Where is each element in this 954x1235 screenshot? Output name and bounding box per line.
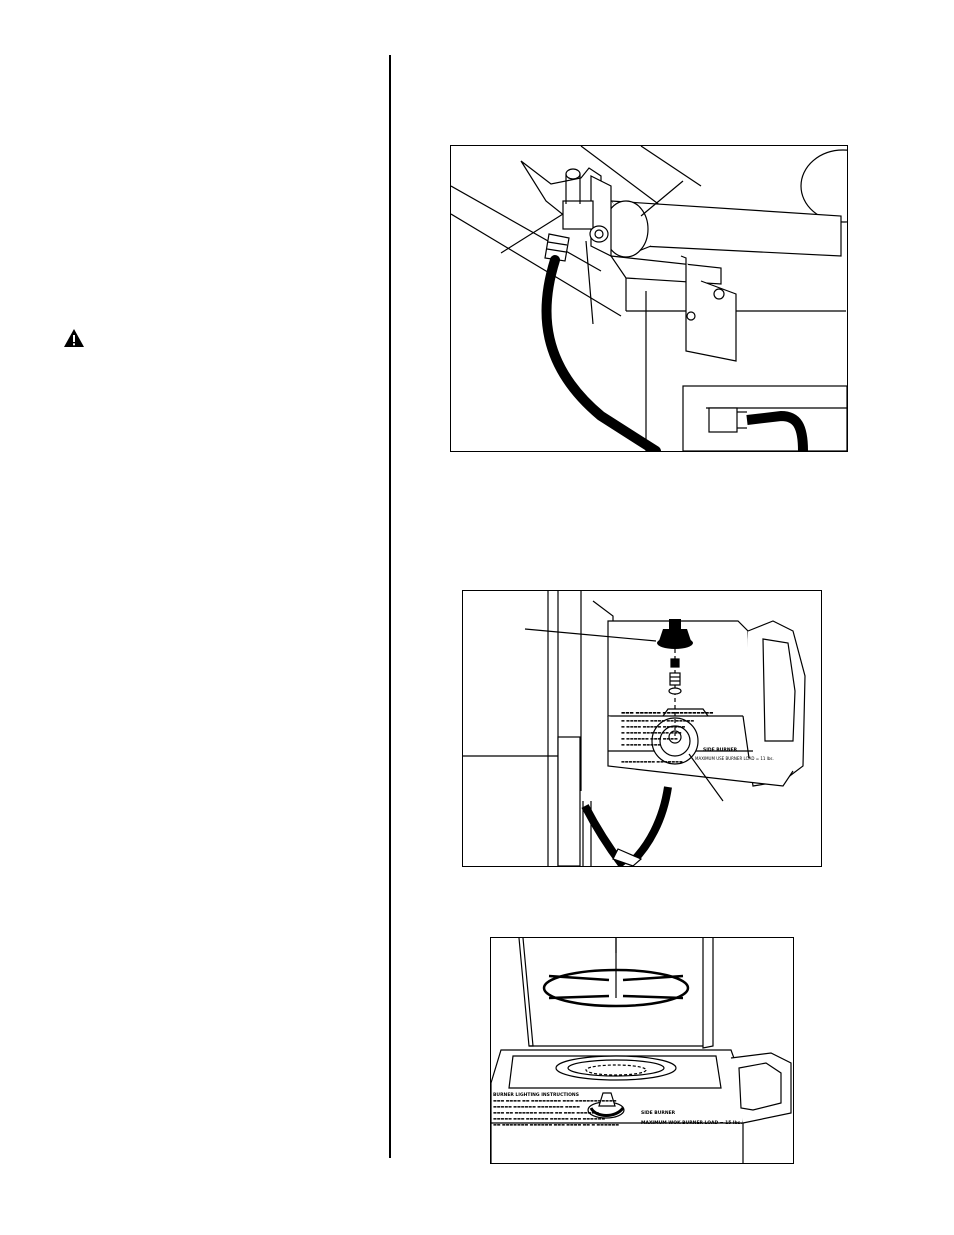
knob-installation-illustration: ▬▬▬ ▬▬▬▬▬▬ ▬▬▬▬▬▬▬▬▬▬▬▬ ▬ ▬▬▬▬▬▬ ▬▬▬▬ ▬▬… bbox=[463, 591, 806, 866]
svg-text:▬▬ ▬▬▬▬▬▬▬ ▬▬▬▬▬▬ ▬▬▬ ▬▬▬▬ ▬▬: ▬▬ ▬▬▬▬▬▬▬ ▬▬▬▬▬▬ ▬▬▬ ▬▬▬▬ ▬▬ ▬ ▬▬▬▬▬▬ bbox=[493, 1122, 619, 1127]
figure-burner-grate: BURNER LIGHTING INSTRUCTIONS ▬▬▬ ▬▬▬▬ ▬▬… bbox=[490, 937, 794, 1164]
svg-text:▬▬▬▬▬▬▬▬▬ ▬▬▬▬▬▬▬: ▬▬▬▬▬▬▬▬▬ ▬▬▬▬▬▬▬ bbox=[621, 759, 683, 764]
svg-text:▬ ▬▬▬▬▬▬ ▬▬▬ ▬▬▬▬: ▬ ▬▬▬▬▬▬ ▬▬▬ ▬▬▬▬ bbox=[621, 736, 678, 741]
panel-max-load-label: MAXIMUM USE BURNER LOAD = 11 lbs. bbox=[695, 756, 774, 761]
svg-text:▬ ▬▬▬▬ ▬▬▬▬▬: ▬ ▬▬▬▬ ▬▬▬▬▬ bbox=[621, 742, 662, 747]
panel-instructions-heading: ▬▬▬ ▬▬▬▬▬▬ ▬▬▬▬▬▬▬▬▬▬▬▬ bbox=[621, 711, 713, 716]
panel-side-burner-label: SIDE BURNER bbox=[703, 747, 738, 753]
svg-text:▬ ▬▬▬▬▬▬ ▬▬▬▬ ▬▬ ▬▬▬▬▬: ▬ ▬▬▬▬▬▬ ▬▬▬▬ ▬▬ ▬▬▬▬▬ bbox=[621, 718, 694, 723]
hose-connection-illustration bbox=[451, 146, 847, 451]
svg-text:▬▬▬ ▬▬ ▬▬▬▬▬▬ ▬▬▬▬ ▬▬ ▬▬▬ ▬▬▬▬: ▬▬▬ ▬▬ ▬▬▬▬▬▬ ▬▬▬▬ ▬▬ ▬▬▬ ▬▬▬▬▬▬ bbox=[493, 1110, 599, 1115]
panel-max-load-label: MAXIMUM WOK BURNER LOAD = 15 lbs. bbox=[641, 1120, 742, 1126]
svg-text:▬▬▬▬▬ ▬▬▬▬▬▬ ▬▬▬▬▬▬▬ ▬▬▬▬: ▬▬▬▬▬ ▬▬▬▬▬▬ ▬▬▬▬▬▬▬ ▬▬▬▬ bbox=[493, 1104, 580, 1109]
burner-grate-illustration: BURNER LIGHTING INSTRUCTIONS ▬▬▬ ▬▬▬▬ ▬▬… bbox=[491, 938, 792, 1163]
svg-text:▬ ▬▬▬▬ ▬▬▬▬▬▬▬ ▬▬▬: ▬ ▬▬▬▬ ▬▬▬▬▬▬▬ ▬▬▬ bbox=[621, 730, 682, 735]
panel-instructions-heading: BURNER LIGHTING INSTRUCTIONS bbox=[493, 1092, 579, 1098]
figure-knob-installation: ▬▬▬ ▬▬▬▬▬▬ ▬▬▬▬▬▬▬▬▬▬▬▬ ▬ ▬▬▬▬▬▬ ▬▬▬▬ ▬▬… bbox=[462, 590, 822, 867]
svg-text:▬▬▬ ▬▬▬▬ ▬▬ ▬▬▬▬▬▬▬▬ ▬▬▬ ▬▬▬▬▬: ▬▬▬ ▬▬▬▬ ▬▬ ▬▬▬▬▬▬▬▬ ▬▬▬ ▬▬▬▬▬▬▬▬▬▬▬ bbox=[493, 1098, 617, 1103]
figure-hose-connection bbox=[450, 145, 848, 452]
svg-text:▬▬▬▬▬ ▬▬▬ ▬▬▬▬▬▬ ▬▬▬▬▬ ▬▬▬ ▬▬▬: ▬▬▬▬▬ ▬▬▬ ▬▬▬▬▬▬ ▬▬▬▬▬ ▬▬▬ ▬▬▬▬▬▬ bbox=[493, 1116, 605, 1121]
warning-triangle-icon bbox=[64, 329, 84, 347]
svg-text:▬ ▬▬▬▬ ▬▬▬▬▬ ▬▬▬▬▬▬: ▬ ▬▬▬▬ ▬▬▬▬▬ ▬▬▬▬▬▬ bbox=[621, 724, 686, 729]
column-divider bbox=[389, 55, 391, 1158]
panel-side-burner-label: SIDE BURNER bbox=[641, 1110, 676, 1116]
